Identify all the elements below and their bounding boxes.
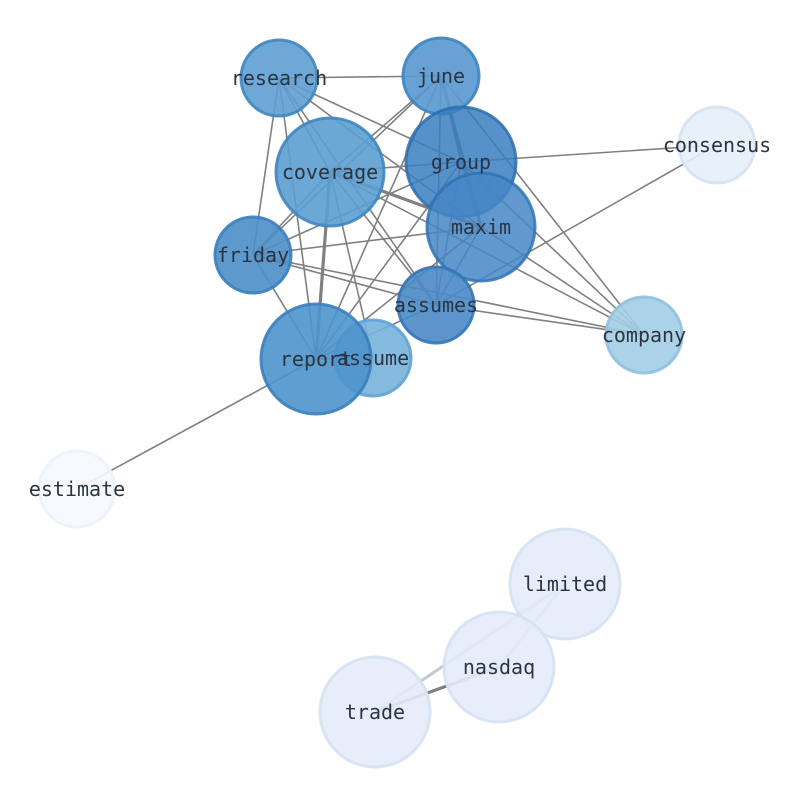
node-label-consensus: consensus <box>663 133 771 157</box>
node-report <box>259 302 373 416</box>
node-label-nasdaq: nasdaq <box>463 655 535 679</box>
node-friday <box>213 215 293 295</box>
node-label-june: june <box>417 64 465 88</box>
node-nasdaq <box>442 610 556 724</box>
node-label-limited: limited <box>523 572 607 596</box>
node-label-assume: assume <box>337 346 409 370</box>
node-label-maxim: maxim <box>451 215 511 239</box>
node-company <box>604 295 684 375</box>
node-label-company: company <box>602 323 686 347</box>
node-layer <box>37 36 757 769</box>
node-limited <box>508 527 622 641</box>
node-consensus <box>677 105 757 185</box>
node-label-coverage: coverage <box>282 160 378 184</box>
node-coverage <box>274 116 386 228</box>
node-maxim <box>425 171 537 283</box>
node-label-group: group <box>431 150 491 174</box>
node-estimate <box>37 449 117 529</box>
label-layer: research june consensus coverage group maxim f… <box>29 64 771 724</box>
node-label-trade: trade <box>345 700 405 724</box>
node-assumes <box>396 265 476 345</box>
node-label-report: report <box>280 347 352 371</box>
edge-layer <box>76 75 718 714</box>
node-label-assumes: assumes <box>394 293 478 317</box>
node-label-friday: friday <box>217 243 289 267</box>
node-label-research: research <box>231 66 327 90</box>
node-trade <box>318 655 432 769</box>
node-label-estimate: estimate <box>29 477 125 501</box>
node-research <box>239 38 319 118</box>
